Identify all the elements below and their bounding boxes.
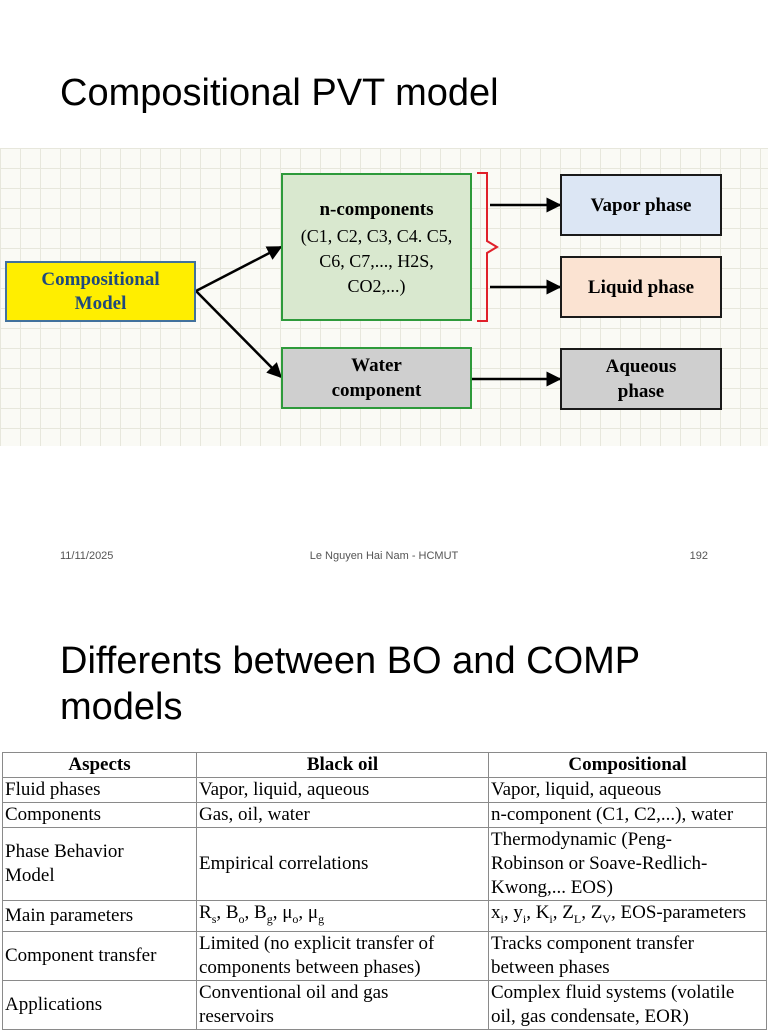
cell-line: Component transfer [5,944,157,966]
cell-black-oil: Rs, Bo, Bg, μo, μg [196,900,489,932]
cell-line: Complex fluid systems (volatile [491,981,735,1003]
cell-line: Model [5,865,55,886]
arrow-to-water-component [195,290,283,379]
pvt-model-diagram: Compositional Model n-components (C1, C2… [0,148,768,446]
slide-compositional-pvt-model: Compositional PVT model Compositional Mo… [0,72,768,562]
cell-line: between phases [491,956,610,978]
cell-line: Empirical correlations [199,853,369,874]
diagram-connectors [195,172,562,387]
table-row: Main parameters Rs, Bo, Bg, μo, μg xi, yi,… [2,900,767,932]
cell-compositional: Vapor, liquid, aqueous [488,777,767,803]
cell-line: Conventional oil and gas [199,981,389,1003]
cell-compositional: Thermodynamic (Peng- Robinson or Soave-Re… [488,827,767,901]
cell-line: Rs, Bo, Bg, μo, μg [199,902,325,926]
slide-title: Differents between BO and COMP models [60,638,640,730]
cell-line: Thermodynamic (Peng- [491,829,672,850]
aqueous-phase-line-2: phase [617,381,665,402]
cell-black-oil: Gas, oil, water [196,802,489,828]
n-components-line-3: CO2,...) [347,275,406,296]
compositional-model-box: Compositional Model [5,261,196,322]
cell-line: Gas, oil, water [199,804,310,825]
header-compositional: Compositional [488,752,767,778]
cell-line: Limited (no explicit transfer of [199,932,435,954]
table-header-row: Aspects Black oil Compositional [2,752,767,778]
vapor-phase-box: Vapor phase [560,174,722,236]
compositional-model-line-2: Model [74,292,127,314]
arrow-to-n-components [195,245,283,293]
slide-title-line-1: Differents between BO and COMP [60,640,641,682]
footer-date: 11/11/2025 [60,550,114,562]
header-aspects: Aspects [2,752,197,778]
cell-line: oil, gas condensate, EOR) [491,1005,689,1027]
aqueous-phase-line-1: Aqueous [605,356,677,377]
comparison-table-body: Fluid phases Vapor, liquid, aqueous Vapor,… [2,777,767,1030]
cell-black-oil: Empirical correlations [196,827,489,901]
cell-black-oil: Vapor, liquid, aqueous [196,777,489,803]
cell-line: xi, yi, Ki, ZL, ZV, EOS-parameters [491,902,747,926]
footer-page-number: 192 [689,550,708,562]
cell-line: Applications [5,993,103,1015]
cell-line: Components [5,804,102,825]
slide-title-line-2: models [60,686,183,728]
cell-line: Phase Behavior [5,841,124,862]
cell-line: n-component (C1, C2,...), water [491,804,734,825]
vapor-phase-label: Vapor phase [590,194,692,216]
n-components-heading: n-components [319,198,434,220]
compositional-model-line-1: Compositional [41,268,160,290]
cell-line: Vapor, liquid, aqueous [199,779,370,800]
phase-split-brace [477,172,499,322]
liquid-phase-label: Liquid phase [587,276,695,298]
table-row: Components Gas, oil, water n-component (C1… [2,802,767,828]
n-components-box: n-components (C1, C2, C3, C4. C5, C6, C7… [281,173,472,321]
cell-line: Robinson or Soave-Redlich- [491,853,708,874]
aqueous-phase-box: Aqueous phase [560,348,722,410]
cell-line: Fluid phases [5,779,101,800]
cell-line: Vapor, liquid, aqueous [491,779,662,800]
cell-aspect: Component transfer [2,930,197,981]
cell-line: Kwong,... EOS) [491,877,613,898]
comparison-table: Aspects Black oil Compositional Fluid ph… [2,752,767,1030]
cell-aspect: Fluid phases [2,777,197,803]
n-components-line-2: C6, C7,..., H2S, [319,250,434,271]
cell-compositional: xi, yi, Ki, ZL, ZV, EOS-parameters [488,900,767,932]
cell-line: components between phases) [199,956,421,978]
slide-title: Compositional PVT model [60,72,499,114]
water-component-line-1: Water [351,355,402,376]
slide-bo-vs-comp: Differents between BO and COMP models As… [0,590,768,1030]
footer-author: Le Nguyen Hai Nam - HCMUT [309,550,459,562]
table-row: Fluid phases Vapor, liquid, aqueous Vapor,… [2,777,767,803]
cell-aspect: Main parameters [2,900,197,932]
cell-aspect: Components [2,802,197,828]
water-component-box: Water component [281,347,472,409]
header-black-oil: Black oil [196,752,489,778]
cell-line: reservoirs [199,1005,274,1027]
cell-line: Main parameters [5,904,134,926]
cell-aspect: Applications [2,979,197,1030]
cell-line: Tracks component transfer [491,932,694,954]
table-row: Component transfer Limited (no explicit t… [2,930,767,981]
n-components-line-1: (C1, C2, C3, C4. C5, [300,225,453,246]
water-component-line-2: component [331,380,422,401]
cell-compositional: n-component (C1, C2,...), water [488,802,767,828]
liquid-phase-box: Liquid phase [560,256,722,318]
